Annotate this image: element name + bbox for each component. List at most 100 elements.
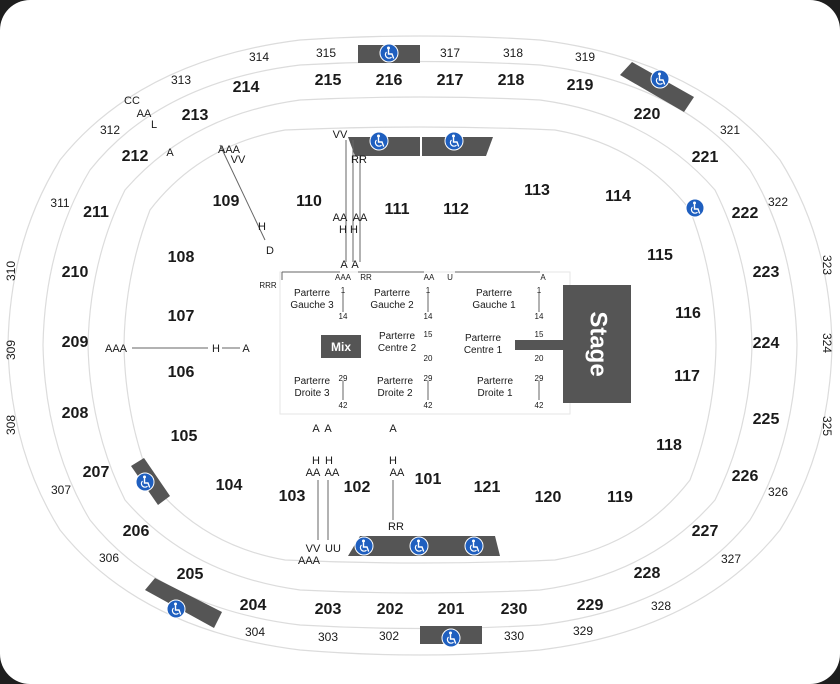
row-label: RR: [351, 154, 367, 166]
section-309[interactable]: 309: [4, 340, 18, 360]
section-213[interactable]: 213: [182, 107, 209, 124]
section-114[interactable]: 114: [605, 188, 631, 205]
section-308[interactable]: 308: [4, 415, 18, 435]
section-314[interactable]: 314: [249, 50, 269, 64]
section-105[interactable]: 105: [171, 428, 198, 445]
stage-block: [563, 285, 631, 403]
section-221[interactable]: 221: [692, 149, 719, 166]
section-229[interactable]: 229: [577, 597, 604, 614]
section-210[interactable]: 210: [62, 264, 89, 281]
section-326[interactable]: 326: [768, 485, 788, 499]
section-216[interactable]: 216: [376, 72, 403, 89]
section-207[interactable]: 207: [83, 464, 110, 481]
section-223[interactable]: 223: [753, 264, 780, 281]
section-101[interactable]: 101: [415, 471, 442, 488]
lower-bowl-ring: [123, 126, 717, 564]
stage-label: Stage: [585, 311, 612, 376]
section-121[interactable]: 121: [474, 479, 501, 496]
section-228[interactable]: 228: [634, 565, 661, 582]
section-120[interactable]: 120: [535, 489, 562, 506]
section-319[interactable]: 319: [575, 50, 595, 64]
row-label: VV: [333, 129, 348, 141]
section-218[interactable]: 218: [498, 72, 525, 89]
section-310[interactable]: 310: [4, 261, 18, 281]
section-227[interactable]: 227: [692, 523, 719, 540]
section-317[interactable]: 317: [440, 46, 460, 60]
section-302[interactable]: 302: [379, 629, 399, 643]
section-311[interactable]: 311: [50, 196, 69, 210]
section-219[interactable]: 219: [567, 77, 594, 94]
section-203[interactable]: 203: [315, 601, 342, 618]
section-206[interactable]: 206: [123, 523, 150, 540]
section-110[interactable]: 110: [296, 193, 322, 210]
section-119[interactable]: 119: [607, 489, 633, 506]
row-label: A: [389, 423, 397, 435]
section-118[interactable]: 118: [656, 437, 682, 454]
section-329[interactable]: 329: [573, 624, 593, 638]
section-204[interactable]: 204: [240, 597, 267, 614]
section-303[interactable]: 303: [318, 630, 338, 644]
section-214[interactable]: 214: [233, 79, 260, 96]
section-108[interactable]: 108: [168, 249, 195, 266]
floor-row-label: RRR: [259, 281, 277, 290]
section-labels: 101 102 103 104 105 106 107 108 109 110 111 112 113 1…: [4, 46, 834, 644]
section-205[interactable]: 205: [177, 566, 204, 583]
section-103[interactable]: 103: [279, 488, 306, 505]
section-304[interactable]: 304: [245, 625, 265, 639]
section-226[interactable]: 226: [732, 468, 759, 485]
section-117[interactable]: 117: [674, 368, 700, 385]
section-224[interactable]: 224: [753, 335, 780, 352]
row-label: A: [242, 343, 250, 355]
section-230[interactable]: 230: [501, 601, 528, 618]
section-313[interactable]: 313: [171, 73, 191, 87]
section-328[interactable]: 328: [651, 599, 671, 613]
section-312[interactable]: 312: [100, 123, 120, 137]
section-215[interactable]: 215: [315, 72, 342, 89]
section-321[interactable]: 321: [720, 123, 740, 137]
section-222[interactable]: 222: [732, 205, 759, 222]
section-208[interactable]: 208: [62, 405, 89, 422]
section-201[interactable]: 201: [438, 601, 465, 618]
section-220[interactable]: 220: [634, 106, 661, 123]
section-104[interactable]: 104: [216, 477, 243, 494]
section-225[interactable]: 225: [753, 411, 780, 428]
section-217[interactable]: 217: [437, 72, 464, 89]
section-318[interactable]: 318: [503, 46, 523, 60]
section-212[interactable]: 212: [122, 148, 149, 165]
section-116[interactable]: 116: [675, 305, 701, 322]
section-109[interactable]: 109: [213, 193, 240, 210]
section-306[interactable]: 306: [99, 551, 119, 565]
section-330[interactable]: 330: [504, 629, 524, 643]
mix-label: Mix: [331, 340, 351, 354]
section-107[interactable]: 107: [168, 308, 195, 325]
section-327[interactable]: 327: [721, 552, 741, 566]
section-315[interactable]: 315: [316, 46, 336, 60]
section-211[interactable]: 211: [83, 204, 109, 221]
section-112[interactable]: 112: [443, 201, 469, 218]
section-102[interactable]: 102: [344, 479, 371, 496]
section-111[interactable]: 111: [385, 201, 410, 218]
section-324[interactable]: 324: [820, 333, 834, 353]
section-113[interactable]: 113: [524, 182, 550, 199]
row-label: AA: [390, 467, 405, 479]
section-115[interactable]: 115: [647, 247, 673, 264]
section-323[interactable]: 323: [820, 255, 834, 275]
floor-row-label: 1: [341, 286, 346, 295]
section-307[interactable]: 307: [51, 483, 71, 497]
mix-box: [321, 335, 361, 358]
section-202[interactable]: 202: [377, 601, 404, 618]
section-325[interactable]: 325: [820, 416, 834, 436]
section-209[interactable]: 209: [62, 334, 89, 351]
section-322[interactable]: 322: [768, 195, 788, 209]
row-label: AA: [137, 108, 152, 120]
section-106[interactable]: 106: [168, 364, 195, 381]
